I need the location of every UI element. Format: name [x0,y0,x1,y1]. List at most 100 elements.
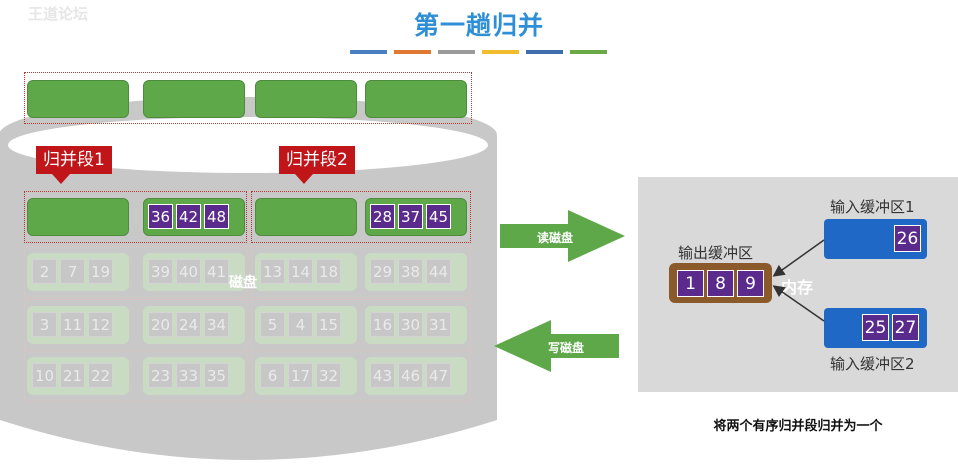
faded-value-cell: 10 [32,363,57,388]
value-cell: 27 [892,314,919,341]
color-stripe [526,50,563,54]
buffer-arrows [772,239,825,322]
value-cell: 28 [370,204,395,229]
faded-value-cell: 23 [148,363,173,388]
faded-segment-box [251,246,471,298]
faded-value-cell: 22 [88,363,113,388]
segment-2-empty-block [255,198,357,236]
faded-value-cell: 3 [32,312,57,337]
faded-value-cell: 29 [370,259,395,284]
segment-label-1: 归并段1 [36,146,112,184]
value-cell: 8 [707,270,734,297]
segment-label-2: 归并段2 [279,146,355,184]
segment-1-empty-block [27,198,129,236]
faded-value-cell: 38 [398,259,423,284]
faded-value-cell: 17 [288,363,313,388]
value-cell: 26 [894,225,921,252]
faded-value-cell: 16 [370,312,395,337]
value-cell: 25 [862,314,889,341]
faded-value-cell: 39 [148,259,173,284]
faded-value-cell: 4 [288,312,313,337]
write-disk-arrow [494,320,619,372]
faded-value-cell: 13 [260,259,285,284]
faded-value-cell: 43 [370,363,395,388]
caption: 将两个有序归并段归并为一个 [713,419,883,434]
top-block-4 [365,80,467,118]
watermark: 王道论坛 [28,5,89,23]
faded-value-cell: 2 [32,259,57,284]
faded-value-cell: 21 [60,363,85,388]
segment-2-values: 28 37 45 [370,204,451,229]
arrow-from-input-1 [772,239,825,277]
value-cell: 37 [398,204,423,229]
top-block-3 [255,80,357,118]
faded-value-cell: 18 [316,259,341,284]
input-buffer-2-values: 25 27 [862,314,919,341]
faded-segment-box [24,246,247,298]
faded-value-cell: 40 [176,259,201,284]
value-cell: 42 [176,204,201,229]
segment-1-values: 36 42 48 [148,204,229,229]
faded-value-cell: 41 [204,259,229,284]
input-buffer-1-values: 26 [894,225,921,252]
segment-2-box [251,191,471,243]
faded-value-cell: 15 [316,312,341,337]
color-stripe [394,50,431,54]
value-cell: 45 [426,204,451,229]
color-stripe [350,50,387,54]
faded-value-cell: 24 [176,312,201,337]
page-title: 第一趟归并 [413,11,544,40]
input-buffer-2-label: 输入缓冲区2 [830,355,915,373]
faded-value-cell: 34 [204,312,229,337]
write-disk-label: 写磁盘 [548,341,585,355]
output-buffer-label: 输出缓冲区 [678,244,754,262]
arrow-from-input-2 [772,285,825,322]
disk-top-inner [8,117,488,173]
faded-value-cell: 46 [398,363,423,388]
disk-label: 磁盘 [229,275,257,291]
faded-segment-box [24,350,247,402]
input-buffer-1-label: 输入缓冲区1 [830,198,915,216]
output-buffer-values: 1 8 9 [677,270,764,297]
top-block-1 [27,80,129,118]
faded-value-cell: 33 [176,363,201,388]
segment-1-box [24,191,247,243]
faded-value-cell: 6 [260,363,285,388]
faded-value-cell: 7 [60,259,85,284]
faded-value-cell: 14 [288,259,313,284]
faded-value-cell: 20 [148,312,173,337]
faded-segment-box [251,350,471,402]
value-cell: 48 [204,204,229,229]
value-cell: 9 [737,270,764,297]
faded-value-cell: 47 [426,363,451,388]
faded-value-cell: 5 [260,312,285,337]
faded-value-cell: 32 [316,363,341,388]
color-stripe [482,50,519,54]
top-block-group [24,72,472,124]
memory-label: 内存 [781,278,814,297]
read-disk-label: 读磁盘 [537,231,574,245]
color-stripe [570,50,607,54]
value-cell: 36 [148,204,173,229]
faded-value-cell: 12 [88,312,113,337]
color-stripe [438,50,475,54]
faded-value-cell: 35 [204,363,229,388]
faded-value-cell: 30 [398,312,423,337]
top-block-2 [143,80,245,118]
read-disk-arrow [500,210,625,262]
faded-value-cell: 11 [60,312,85,337]
faded-value-cell: 31 [426,312,451,337]
faded-value-cell: 19 [88,259,113,284]
